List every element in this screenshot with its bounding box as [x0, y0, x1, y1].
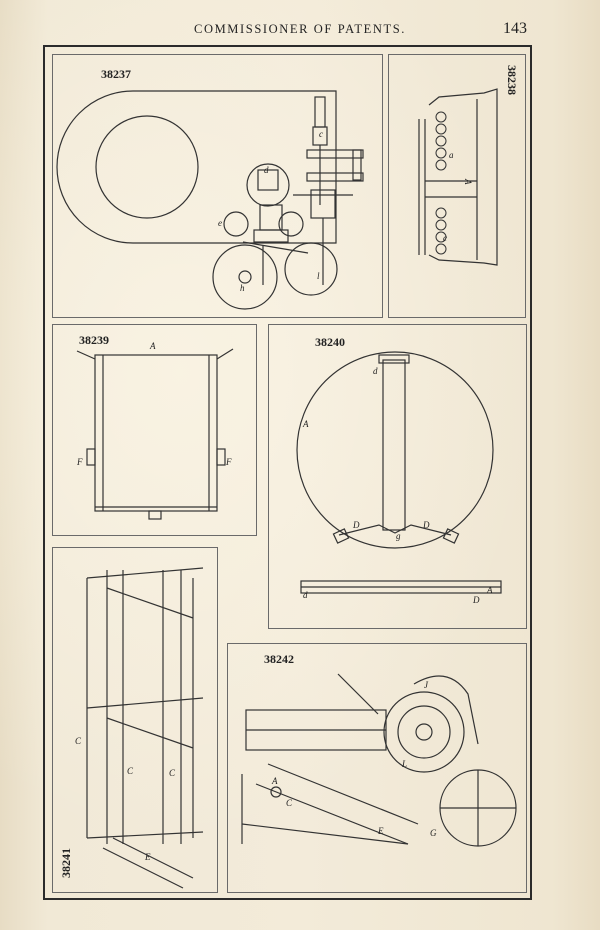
figure-38238: 38238 A a c: [388, 54, 526, 318]
svg-text:a: a: [449, 150, 454, 160]
drawing-38240: d A D D g d A D: [296, 351, 502, 605]
figure-38237: 38237: [52, 54, 383, 318]
svg-text:c: c: [319, 129, 323, 139]
drawing-38242: J L A C E G: [241, 673, 517, 847]
svg-text:L: L: [401, 759, 407, 769]
svg-text:h: h: [240, 283, 245, 293]
drawing-38238: A a c: [418, 88, 498, 266]
svg-text:F: F: [76, 457, 83, 467]
drawing-38239: A F F: [76, 341, 234, 520]
svg-text:J: J: [424, 680, 429, 690]
svg-text:d: d: [373, 366, 378, 376]
patent-number-38240: 38240: [315, 335, 345, 349]
running-header: COMMISSIONER OF PATENTS.: [194, 22, 406, 36]
svg-text:d: d: [303, 590, 308, 600]
svg-text:l: l: [317, 271, 320, 281]
figure-38240: 38240 d A D D g d A D: [268, 324, 527, 629]
patent-plate: 38237: [43, 45, 532, 900]
svg-text:A: A: [271, 776, 278, 786]
svg-text:C: C: [286, 798, 293, 808]
drawing-38241: C C C E: [75, 567, 204, 889]
drawing-38237: c d e l h: [56, 90, 364, 310]
svg-text:A: A: [463, 178, 473, 185]
svg-text:A: A: [302, 419, 309, 429]
patent-number-38239: 38239: [79, 333, 109, 347]
page-number: 143: [503, 20, 527, 37]
svg-text:F: F: [225, 457, 232, 467]
patent-number-38242: 38242: [264, 652, 294, 666]
svg-text:A: A: [149, 341, 156, 351]
patent-number-38237: 38237: [101, 67, 131, 81]
svg-text:C: C: [75, 736, 82, 746]
svg-text:e: e: [218, 218, 222, 228]
svg-text:G: G: [430, 828, 437, 838]
figure-38239: 38239 A F F: [52, 324, 257, 536]
svg-text:c: c: [443, 233, 447, 243]
svg-text:C: C: [169, 768, 176, 778]
figure-38241: 38241 C C: [52, 547, 218, 893]
svg-text:E: E: [377, 826, 384, 836]
svg-text:D: D: [352, 520, 360, 530]
svg-text:D: D: [472, 595, 480, 605]
svg-text:g: g: [396, 531, 401, 541]
svg-text:C: C: [127, 766, 134, 776]
svg-text:E: E: [144, 852, 151, 862]
svg-text:A: A: [486, 585, 493, 595]
svg-text:d: d: [264, 165, 269, 175]
svg-text:D: D: [422, 520, 430, 530]
figure-38242: 38242: [227, 643, 527, 893]
